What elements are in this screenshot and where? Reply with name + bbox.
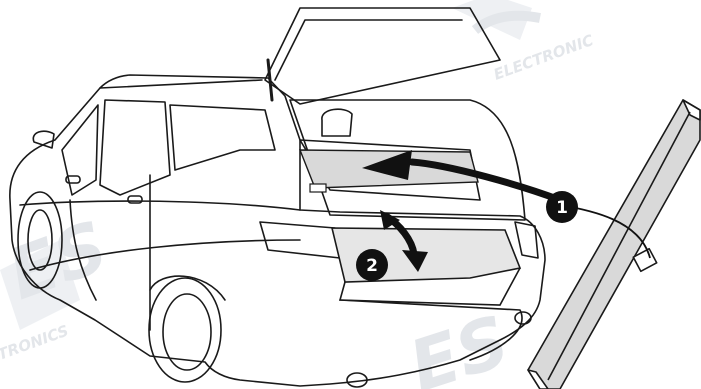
side-mirror [33,131,54,148]
tailgate-open [265,8,500,104]
watermark-bottom-center: ES [400,300,519,389]
window-rear-door [100,100,170,195]
callout-2-number: 2 [366,256,378,276]
callout-2: 2 [356,249,388,281]
callout-1: 1 [546,191,578,223]
watermark-bottom-left: ES TRONICS [0,205,118,363]
callout-1-number: 1 [556,198,568,218]
watermark-text-bottom: TRONICS [0,322,71,364]
window-rear-quarter [170,105,275,170]
svg-text:ES: ES [400,300,519,389]
headrest [322,109,352,136]
door-handle-rear [128,196,142,203]
tail-light-right [515,222,538,258]
watermark-top-right: ELECTRONIC [452,0,596,84]
exhaust-pipe-right [515,312,531,324]
watermark-text-top: ELECTRONIC [491,31,596,84]
luggage-cover [528,100,700,389]
